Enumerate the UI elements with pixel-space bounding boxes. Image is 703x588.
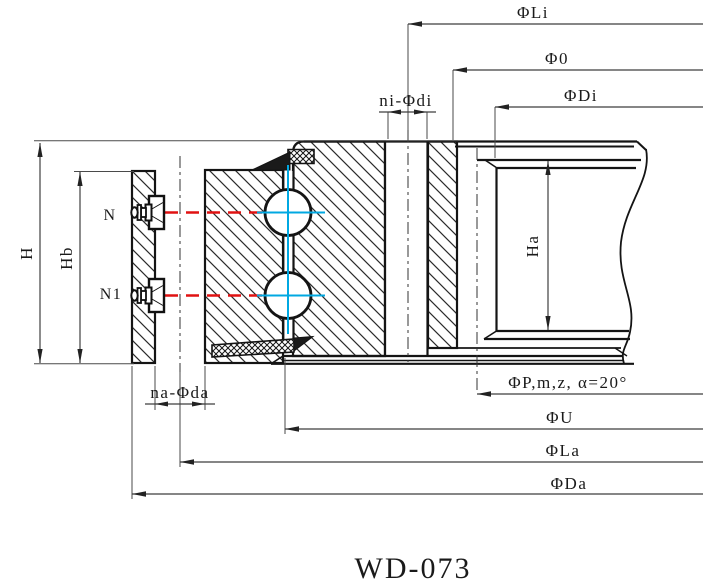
label-grease-port-n: N	[103, 207, 116, 224]
seal-top	[251, 148, 315, 171]
grease-fitting-upper	[130, 194, 166, 231]
dim-label-phi-0: Φ0	[545, 49, 569, 68]
label-grease-port-n1: N1	[100, 286, 123, 303]
extension-lines	[34, 24, 496, 499]
dim-label-ha: Ha	[523, 235, 542, 258]
top-plate	[455, 140, 647, 151]
grease-path-lines	[165, 211, 263, 297]
dim-label-phi-u: ΦU	[546, 408, 574, 427]
dim-label-h: H	[17, 246, 36, 260]
raceway-center-lines	[257, 165, 325, 334]
break-wave-line	[619, 148, 648, 365]
dimension-lines	[39, 23, 703, 495]
dim-label-phi-li: ΦLi	[517, 3, 549, 22]
seal-bottom	[211, 335, 315, 358]
gear-section	[477, 158, 641, 341]
dim-label-phi-da: ΦDa	[551, 474, 588, 493]
bottom-flange	[270, 347, 634, 365]
dim-label-hb: Hb	[57, 246, 76, 270]
dim-label-phi-p: ΦP,m,z, α=20°	[508, 373, 628, 392]
drawing-title: WD-073	[355, 552, 472, 585]
centerlines-dash-dot	[179, 130, 478, 392]
dim-label-phi-di: ΦDi	[564, 86, 598, 105]
dim-label-phi-la: ΦLa	[546, 441, 581, 460]
inner-ring-section	[130, 168, 285, 365]
outer-ring-section	[291, 140, 459, 358]
dim-label-na-phi-da: na-Φda	[150, 383, 209, 402]
grease-fitting-lower	[130, 277, 166, 314]
dim-label-ni-phi-di: ni-Φdi	[379, 91, 433, 110]
outer-ring-bolt-hole	[386, 142, 427, 355]
dimension-arrowheads	[37, 21, 551, 497]
